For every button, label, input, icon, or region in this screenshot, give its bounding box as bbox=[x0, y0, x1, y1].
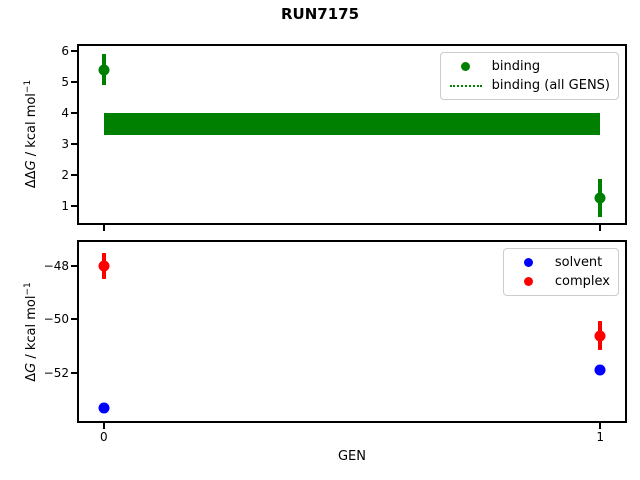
data-point-complex bbox=[98, 260, 110, 272]
legend-dot-icon bbox=[512, 258, 546, 267]
ylabel-symbol: G bbox=[24, 362, 40, 373]
legend-entry: solvent bbox=[512, 253, 610, 272]
top-y-axis-label: ΔΔG / kcal mol−1 bbox=[22, 79, 40, 189]
legend-label: binding (all GENS) bbox=[491, 78, 610, 93]
legend-label: binding bbox=[491, 59, 541, 74]
ylabel-delta: ΔΔ bbox=[24, 170, 40, 189]
legend-glyph-shape bbox=[524, 277, 534, 286]
plot-area-top: 1 2 3 4 5 6 binding binding (all GENS) bbox=[61, 44, 627, 231]
y-tick-label: −50 bbox=[43, 312, 69, 327]
data-point-binding bbox=[594, 192, 606, 204]
ylabel-units: / kcal mol bbox=[24, 295, 40, 363]
legend-dot-icon bbox=[512, 277, 546, 286]
legend-entry: complex bbox=[512, 272, 610, 291]
x-tick-mark bbox=[599, 423, 602, 429]
legend-entry: binding (all GENS) bbox=[449, 76, 610, 95]
legend-glyph-shape bbox=[524, 258, 534, 267]
y-tick-label: 5 bbox=[61, 75, 69, 90]
data-point-complex bbox=[594, 330, 606, 341]
y-tick-label: 4 bbox=[61, 106, 69, 121]
y-tick-label: 1 bbox=[61, 198, 69, 213]
ylabel-delta: Δ bbox=[24, 372, 40, 382]
data-point-solvent bbox=[594, 364, 606, 376]
confidence-band bbox=[103, 113, 601, 135]
x-tick-label: 1 bbox=[596, 430, 604, 444]
y-tick-mark bbox=[71, 81, 77, 84]
data-point-solvent bbox=[98, 402, 110, 414]
legend-dot-icon bbox=[449, 62, 483, 71]
legend-dotted-line-icon bbox=[449, 84, 483, 87]
legend-glyph-shape bbox=[449, 84, 482, 87]
y-tick-mark bbox=[71, 204, 77, 207]
x-tick-mark bbox=[599, 225, 602, 231]
bottom-y-axis-label: ΔG / kcal mol−1 bbox=[22, 282, 40, 382]
legend: solvent complex bbox=[502, 248, 619, 296]
plot-area-bottom: −48 −50 −52 0 1 solvent complex bbox=[44, 240, 627, 443]
y-tick-mark bbox=[71, 371, 77, 374]
figure-title: RUN7175 bbox=[280, 5, 360, 23]
ylabel-units: / kcal mol bbox=[24, 93, 40, 161]
legend-label: complex bbox=[554, 274, 610, 289]
ylabel-exponent: −1 bbox=[22, 79, 33, 94]
x-tick-mark bbox=[102, 423, 105, 429]
y-tick-label: −48 bbox=[43, 259, 69, 274]
legend-glyph-shape bbox=[461, 62, 471, 71]
x-axis-label: GEN bbox=[337, 449, 366, 464]
legend-entry: binding bbox=[449, 57, 610, 76]
y-tick-mark bbox=[71, 142, 77, 145]
legend: binding binding (all GENS) bbox=[439, 52, 619, 100]
x-tick-label: 0 bbox=[99, 430, 108, 444]
y-tick-label: 6 bbox=[61, 44, 69, 59]
y-tick-label: 2 bbox=[61, 167, 69, 182]
y-tick-mark bbox=[71, 112, 77, 115]
ylabel-symbol: G bbox=[24, 160, 40, 171]
x-tick-mark bbox=[102, 225, 105, 231]
legend-label: solvent bbox=[554, 255, 603, 270]
data-point-binding bbox=[98, 64, 110, 76]
y-tick-mark bbox=[71, 318, 77, 321]
ylabel-exponent: −1 bbox=[22, 282, 33, 296]
y-tick-mark bbox=[71, 173, 77, 176]
y-tick-label: 3 bbox=[61, 136, 69, 151]
y-tick-label: −52 bbox=[43, 365, 69, 380]
y-tick-mark bbox=[71, 50, 77, 53]
y-tick-mark bbox=[71, 265, 77, 268]
